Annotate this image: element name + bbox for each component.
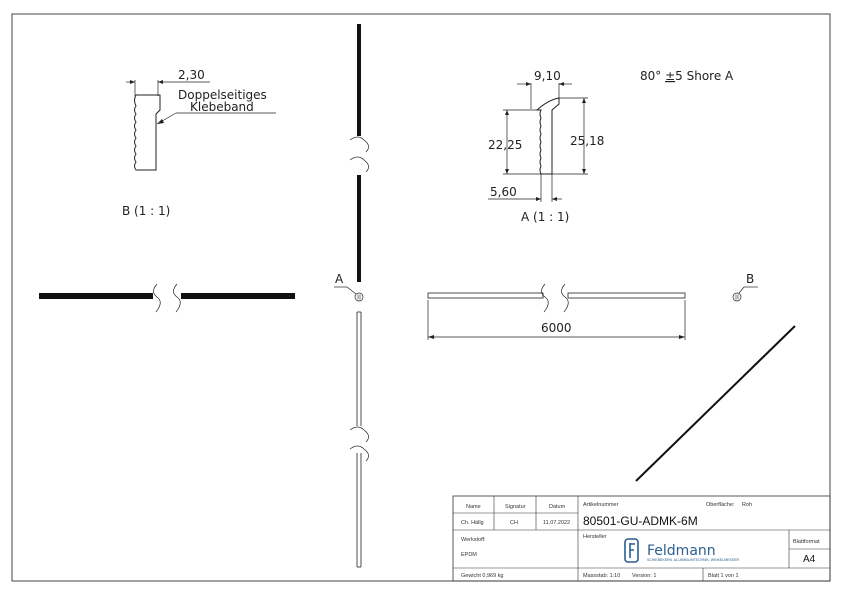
hardness-note: 80° ±5 Shore A xyxy=(640,69,734,83)
horizontal-profile-right: 6000 xyxy=(427,283,686,340)
detail-a-dim-bottom: 5,60 xyxy=(490,185,517,199)
detail-a-view: 9,10 22,25 25,18 5,60 A (1 : 1) 80° ±5 S… xyxy=(488,69,734,224)
detail-b-profile xyxy=(134,94,161,171)
section-marker-b: B xyxy=(732,272,758,302)
length-dimension: 6000 xyxy=(541,321,572,335)
tb-surface-label: Oberfläche: xyxy=(706,502,735,508)
brand-tagline: SCHIEBEKERN, ALUMINIUMTECHNIK, WINKELMES… xyxy=(647,558,739,562)
drawing-frame xyxy=(11,13,831,582)
detail-a-dim-right: 25,18 xyxy=(570,134,604,148)
tb-format-label: Blattformat xyxy=(793,539,820,545)
brand-name: Feldmann xyxy=(647,543,716,559)
tb-weight: Gewicht 0,969 kg xyxy=(461,573,504,579)
svg-text:B: B xyxy=(746,272,754,286)
tb-format-value: A4 xyxy=(803,554,816,565)
isometric-view xyxy=(635,325,796,482)
feldmann-logo: Feldmann SCHIEBEKERN, ALUMINIUMTECHNIK, … xyxy=(624,538,739,563)
detail-a-label: A (1 : 1) xyxy=(521,210,569,224)
detail-b-dimension: 2,30 xyxy=(178,68,205,82)
vertical-profile-view xyxy=(349,24,369,568)
section-marker-a: A xyxy=(334,272,364,302)
adhesive-tape-note-line2: Klebeband xyxy=(190,100,254,114)
tb-article-number: 80501-GU-ADMK-6M xyxy=(583,514,698,528)
tb-signature-value: CH xyxy=(510,520,518,526)
title-block: Name Signatur Datum Ch. Hällg CH 11.07.2… xyxy=(452,495,831,582)
tb-sheet: Blatt 1 von 1 xyxy=(708,573,739,579)
tb-name-value: Ch. Hällg xyxy=(461,520,484,526)
detail-a-dim-top: 9,10 xyxy=(534,69,561,83)
detail-b-label: B (1 : 1) xyxy=(122,204,170,218)
svg-text:A: A xyxy=(335,272,344,286)
tb-material-label: Werkstoff: xyxy=(461,537,486,543)
tb-manufacturer-label: Hersteller xyxy=(583,534,607,540)
detail-a-dim-left: 22,25 xyxy=(488,138,522,152)
adhesive-tape-note-line1: Doppelseitiges xyxy=(178,88,267,102)
tb-col-signature: Signatur xyxy=(505,504,526,510)
horizontal-profile-left xyxy=(39,283,295,313)
detail-b-view: 2,30 Doppelseitiges Klebeband B (1 : 1) xyxy=(122,68,276,218)
tb-article-label: Artikelnummer xyxy=(583,502,619,508)
tb-col-date: Datum xyxy=(549,504,566,510)
tb-date-value: 11.07.2022 xyxy=(543,520,570,526)
tb-col-name: Name xyxy=(466,504,481,510)
tb-surface-value: Roh xyxy=(742,502,752,508)
detail-a-profile xyxy=(535,97,560,175)
tb-version: Version: 1 xyxy=(632,573,656,579)
tb-scale: Massstab: 1:10 xyxy=(583,573,620,579)
tb-material-value: EPDM xyxy=(461,552,477,558)
